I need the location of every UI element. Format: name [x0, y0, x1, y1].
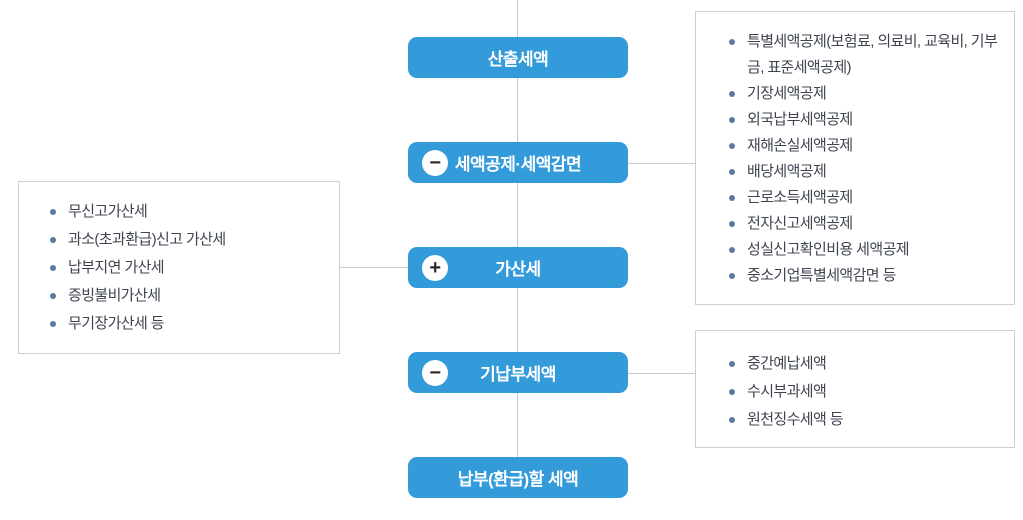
list-item: 수시부과세액: [728, 378, 1000, 406]
list-item: 배당세액공제: [728, 159, 1000, 185]
tax-credit-detail-box: 특별세액공제(보험료, 의료비, 교육비, 기부금, 표준세액공제) 기장세액공…: [695, 11, 1015, 305]
connector-prepaid-line: [628, 373, 695, 374]
minus-icon: −: [422, 149, 448, 176]
node-penalty-tax: + 가산세: [408, 247, 628, 288]
list-item: 기장세액공제: [728, 81, 1000, 107]
list-item: 과소(초과환급)신고 가산세: [49, 226, 321, 254]
list-item: 재해손실세액공제: [728, 133, 1000, 159]
list-item: 원천징수세액 등: [728, 406, 1000, 434]
list-item: 특별세액공제(보험료, 의료비, 교육비, 기부금, 표준세액공제): [728, 29, 1000, 81]
node-tax-credit-reduction: − 세액공제·세액감면: [408, 142, 628, 183]
penalty-tax-detail-box: 무신고가산세 과소(초과환급)신고 가산세 납부지연 가산세 증빙불비가산세 무…: [18, 181, 340, 354]
node-label: 기납부세액: [480, 365, 556, 384]
list-item: 납부지연 가산세: [49, 254, 321, 282]
list-item: 중소기업특별세액감면 등: [728, 263, 1000, 289]
node-label: 가산세: [495, 260, 541, 279]
node-label: 산출세액: [487, 50, 549, 69]
list-item: 증빙불비가산세: [49, 282, 321, 310]
flow-vertical-line: [517, 0, 518, 458]
prepaid-tax-detail-box: 중간예납세액 수시부과세액 원천징수세액 등: [695, 330, 1015, 448]
node-label: 납부(환급)할 세액: [457, 470, 579, 489]
list-item: 외국납부세액공제: [728, 107, 1000, 133]
list-item: 무신고가산세: [49, 198, 321, 226]
node-label: 세액공제·세액감면: [454, 155, 582, 174]
minus-icon: −: [422, 359, 448, 386]
tax-credit-list: 특별세액공제(보험료, 의료비, 교육비, 기부금, 표준세액공제) 기장세액공…: [728, 29, 1000, 289]
node-tax-payable-refundable: 납부(환급)할 세액: [408, 457, 628, 498]
plus-icon: +: [422, 254, 448, 281]
node-prepaid-tax: − 기납부세액: [408, 352, 628, 393]
list-item: 중간예납세액: [728, 350, 1000, 378]
connector-credit-line: [628, 163, 695, 164]
penalty-tax-list: 무신고가산세 과소(초과환급)신고 가산세 납부지연 가산세 증빙불비가산세 무…: [49, 198, 321, 338]
prepaid-tax-list: 중간예납세액 수시부과세액 원천징수세액 등: [728, 350, 1000, 434]
connector-penalty-line: [340, 267, 408, 268]
list-item: 무기장가산세 등: [49, 310, 321, 338]
list-item: 성실신고확인비용 세액공제: [728, 237, 1000, 263]
list-item: 근로소득세액공제: [728, 185, 1000, 211]
list-item: 전자신고세액공제: [728, 211, 1000, 237]
node-calculated-tax: 산출세액: [408, 37, 628, 78]
